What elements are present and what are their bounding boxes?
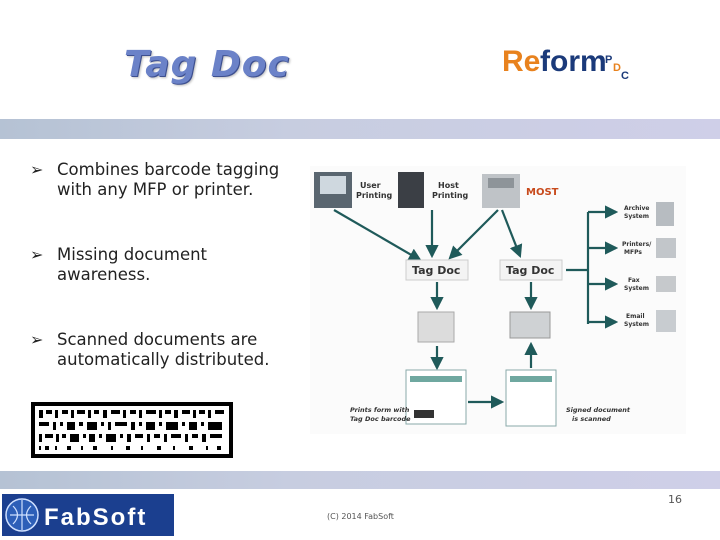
email-label-2: System [624,321,649,328]
most-node: MOST [482,174,559,208]
archive-label-1: Archive [624,205,649,212]
arrow-bullet-icon: ➢ [30,245,44,264]
header-band [0,119,720,139]
bullet-text: Combines barcode tagging with any MFP or… [57,160,280,199]
prints-form-label-1: Prints form with [350,406,410,414]
tag-doc-workflow-diagram: User Printing Host Printing MOST Tag Doc… [310,166,686,434]
svg-text:Re: Re [502,45,540,78]
fax-label-2: System [624,285,649,292]
user-printing-label-2: Printing [356,191,393,200]
host-printing-label-2: Printing [432,191,469,200]
svg-text:form: form [540,45,607,78]
most-label: MOST [526,187,559,198]
svg-text:FabSoft: FabSoft [44,504,147,531]
signed-label-2: is scanned [572,415,611,423]
printers-label-1: Printers/ [622,241,652,248]
email-label-1: Email [626,313,645,320]
svg-text:C: C [621,70,629,82]
svg-text:P: P [605,54,612,66]
fax-label-1: Fax [628,277,640,284]
arrow-bullet-icon: ➢ [30,160,44,179]
footer-band [0,471,720,489]
barcode-image [31,402,233,458]
bullet-text: Scanned documents are automatically dist… [57,330,270,369]
copyright-text: (C) 2014 FabSoft [327,512,394,521]
slide-title: Tag Doc [124,44,290,85]
bullet-list: ➢ Combines barcode tagging with any MFP … [30,160,300,415]
reform-logo: Re form P D C [502,45,629,82]
user-printing-node: User Printing [314,172,393,208]
arrow-bullet-icon: ➢ [30,330,44,349]
bullet-text: Missing document awareness. [57,245,208,284]
archive-label-2: System [624,213,649,220]
tag-doc-right-label: Tag Doc [506,264,554,277]
fabsoft-logo: FabSoft [2,494,174,536]
printers-label-2: MFPs [624,249,642,256]
bullet-item: ➢ Missing document awareness. [30,245,300,285]
host-printing-node: Host Printing [398,172,469,208]
tag-doc-left-label: Tag Doc [412,264,460,277]
page-number: 16 [668,493,682,506]
svg-text:D: D [613,62,621,74]
host-printing-label-1: Host [438,181,459,190]
bullet-item: ➢ Combines barcode tagging with any MFP … [30,160,300,200]
signed-label-1: Signed document [566,406,631,414]
bullet-item: ➢ Scanned documents are automatically di… [30,330,300,370]
user-printing-label-1: User [360,181,381,190]
prints-form-label-2: Tag Doc barcode [350,415,411,423]
